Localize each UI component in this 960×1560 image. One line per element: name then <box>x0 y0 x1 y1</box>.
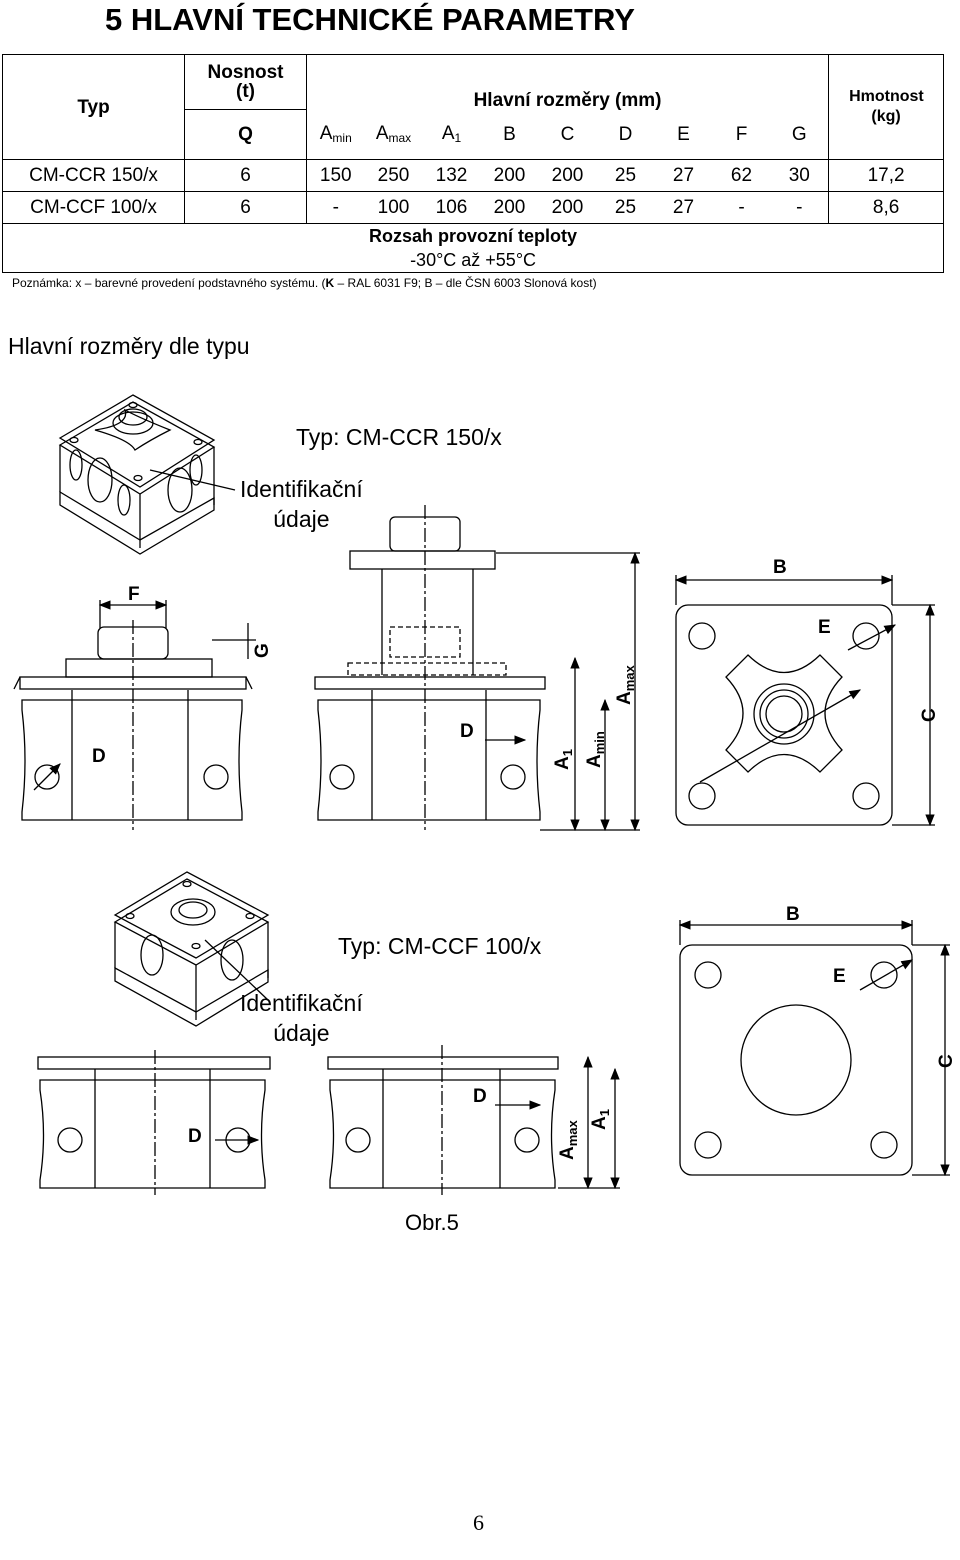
dim-label-d: D <box>92 746 106 767</box>
dim-label-amax: Amax <box>614 664 637 705</box>
cell-mass: 17,2 <box>828 159 945 192</box>
page-heading: 5 HLAVNÍ TECHNICKÉ PARAMETRY <box>105 2 635 37</box>
cell-c: 200 <box>538 159 597 192</box>
dim-label-e: E <box>818 617 831 638</box>
temperature-title: Rozsah provozní teploty <box>369 226 578 246</box>
temperature-value: -30°C až +55°C <box>410 250 537 270</box>
ccr-top-view <box>674 575 935 827</box>
header-b: B <box>480 109 539 160</box>
dim-label-e: E <box>833 966 846 987</box>
parameters-table: Typ Nosnost (t) Hlavní rozměry (mm) Hmot… <box>1 54 945 273</box>
table-row: CM-CCR 150/x 6 150 250 132 200 200 25 27… <box>2 159 945 192</box>
header-typ: Typ <box>2 54 185 160</box>
cell-typ: CM-CCF 100/x <box>2 191 185 224</box>
cell-amin: - <box>306 191 365 224</box>
cell-g: - <box>770 191 830 224</box>
dim-label-b: B <box>786 904 800 925</box>
dim-label-d: D <box>460 721 474 742</box>
section-subheading: Hlavní rozměry dle typu <box>8 333 250 359</box>
cell-e: 27 <box>654 159 713 192</box>
table-row: CM-CCF 100/x 6 - 100 106 200 200 25 27 -… <box>2 191 945 224</box>
cell-c: 200 <box>538 191 597 224</box>
ccr-side-view-left <box>13 600 256 830</box>
dim-label-c: C <box>919 708 940 722</box>
ccf-type-label: Typ: CM-CCF 100/x <box>338 933 542 959</box>
dim-label-d: D <box>188 1126 202 1147</box>
header-amax: Amax <box>364 109 423 160</box>
header-g: G <box>770 109 830 160</box>
dim-label-a1: A1 <box>589 1109 612 1130</box>
header-amin: Amin <box>306 109 365 160</box>
header-q: Q <box>184 109 307 160</box>
cell-d: 25 <box>596 159 655 192</box>
figure-caption: Obr.5 <box>405 1210 459 1235</box>
ccf-top-view <box>678 920 950 1177</box>
dim-label-f: F <box>128 584 140 605</box>
cell-a1: 106 <box>422 191 481 224</box>
note: Poznámka: x – barevné provedení podstavn… <box>12 276 597 290</box>
header-dimensions: Hlavní rozměry (mm) <box>305 54 830 110</box>
dim-label-c: C <box>936 1054 957 1068</box>
temperature-range: Rozsah provozní teploty -30°C až +55°C <box>1 223 945 273</box>
header-mass: Hmotnost (kg) <box>828 54 945 160</box>
ccr-isometric-drawing <box>58 394 236 555</box>
page-number: 6 <box>473 1510 484 1535</box>
cell-g: 30 <box>770 159 830 192</box>
ccr-type-label: Typ: CM-CCR 150/x <box>296 424 502 450</box>
ccf-side-view-left <box>37 1050 271 1195</box>
dim-label-a1: A1 <box>552 749 575 770</box>
ccr-side-view-middle <box>314 505 640 832</box>
cell-a1: 132 <box>422 159 481 192</box>
header-nosnost: Nosnost (t) <box>184 54 307 110</box>
ccf-isometric-drawing <box>113 871 270 1027</box>
dim-label-b: B <box>773 557 787 578</box>
ccf-side-view-middle <box>327 1045 620 1195</box>
header-e: E <box>654 109 713 160</box>
dim-label-amin: Amin <box>584 731 607 768</box>
header-f: F <box>712 109 771 160</box>
cell-e: 27 <box>654 191 713 224</box>
dim-label-amax: Amax <box>557 1119 580 1160</box>
cell-b: 200 <box>480 159 539 192</box>
dim-label-d: D <box>473 1086 487 1107</box>
dim-label-g: G <box>252 643 273 658</box>
